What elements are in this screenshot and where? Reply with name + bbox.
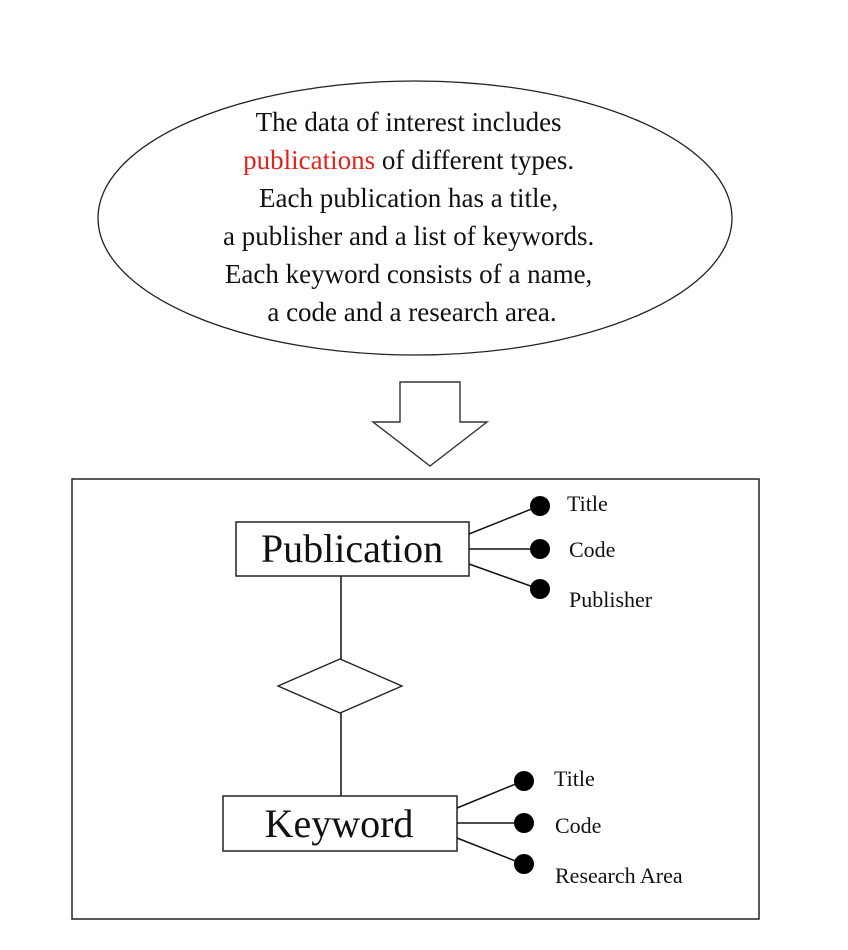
description-line-2: publications of different types. xyxy=(243,145,581,175)
relationship-diamond xyxy=(276,658,404,714)
publication-attr-dot-code xyxy=(530,539,550,559)
description-bubble: The data of interest includes publicatio… xyxy=(97,80,733,356)
description-line-6: a code and a research area. xyxy=(267,297,556,327)
keyword-attr-research-area: Research Area xyxy=(555,863,683,888)
description-line-6-segment-1: a code and a research area. xyxy=(267,297,556,327)
publication-attr-title: Title xyxy=(567,491,608,516)
description-line-5: Each keyword consists of a name, xyxy=(225,259,599,289)
highlight-term: publications xyxy=(243,145,375,175)
publication-attr-dot-publisher xyxy=(530,579,550,599)
description-line-4-segment-1: a publisher and a list of keywords. xyxy=(223,221,594,251)
description-line-1-segment-1: The data of interest includes xyxy=(256,107,562,137)
description-line-3: Each publication has a title, xyxy=(259,183,565,213)
keyword-attr-code: Code xyxy=(555,813,601,838)
keyword-attr-dot-code xyxy=(514,813,534,833)
down-arrow-icon xyxy=(370,381,490,467)
description-line-4: a publisher and a list of keywords. xyxy=(223,221,601,251)
description-line-2-segment-2: of different types. xyxy=(375,145,574,175)
keyword-attr-connector-research-area xyxy=(456,837,524,865)
publication-entity-box xyxy=(235,521,470,577)
description-ellipse xyxy=(97,80,733,356)
publication-attr-code: Code xyxy=(569,537,615,562)
keyword-entity: Keyword Title Code Research Area xyxy=(222,766,683,888)
publication-attr-connector-title xyxy=(468,505,540,535)
description-line-5-segment-1: Each keyword consists of a name, xyxy=(225,259,592,289)
er-diagram-frame xyxy=(71,478,760,920)
keyword-entity-label: Keyword xyxy=(265,801,414,846)
keyword-attr-connector-title xyxy=(456,780,524,809)
keyword-attr-dot-research-area xyxy=(514,854,534,874)
description-text: The data of interest includes publicatio… xyxy=(223,107,601,327)
publication-entity-label: Publication xyxy=(261,526,443,571)
publication-entity: Publication Title Code Publisher xyxy=(235,491,653,612)
publication-attr-connector-publisher xyxy=(468,563,540,590)
description-line-1: The data of interest includes xyxy=(256,107,569,137)
description-line-3-segment-1: Each publication has a title, xyxy=(259,183,558,213)
publication-attr-publisher: Publisher xyxy=(569,587,653,612)
publication-attr-dot-title xyxy=(530,496,550,516)
keyword-attr-title: Title xyxy=(554,766,595,791)
keyword-attr-dot-title xyxy=(514,771,534,791)
